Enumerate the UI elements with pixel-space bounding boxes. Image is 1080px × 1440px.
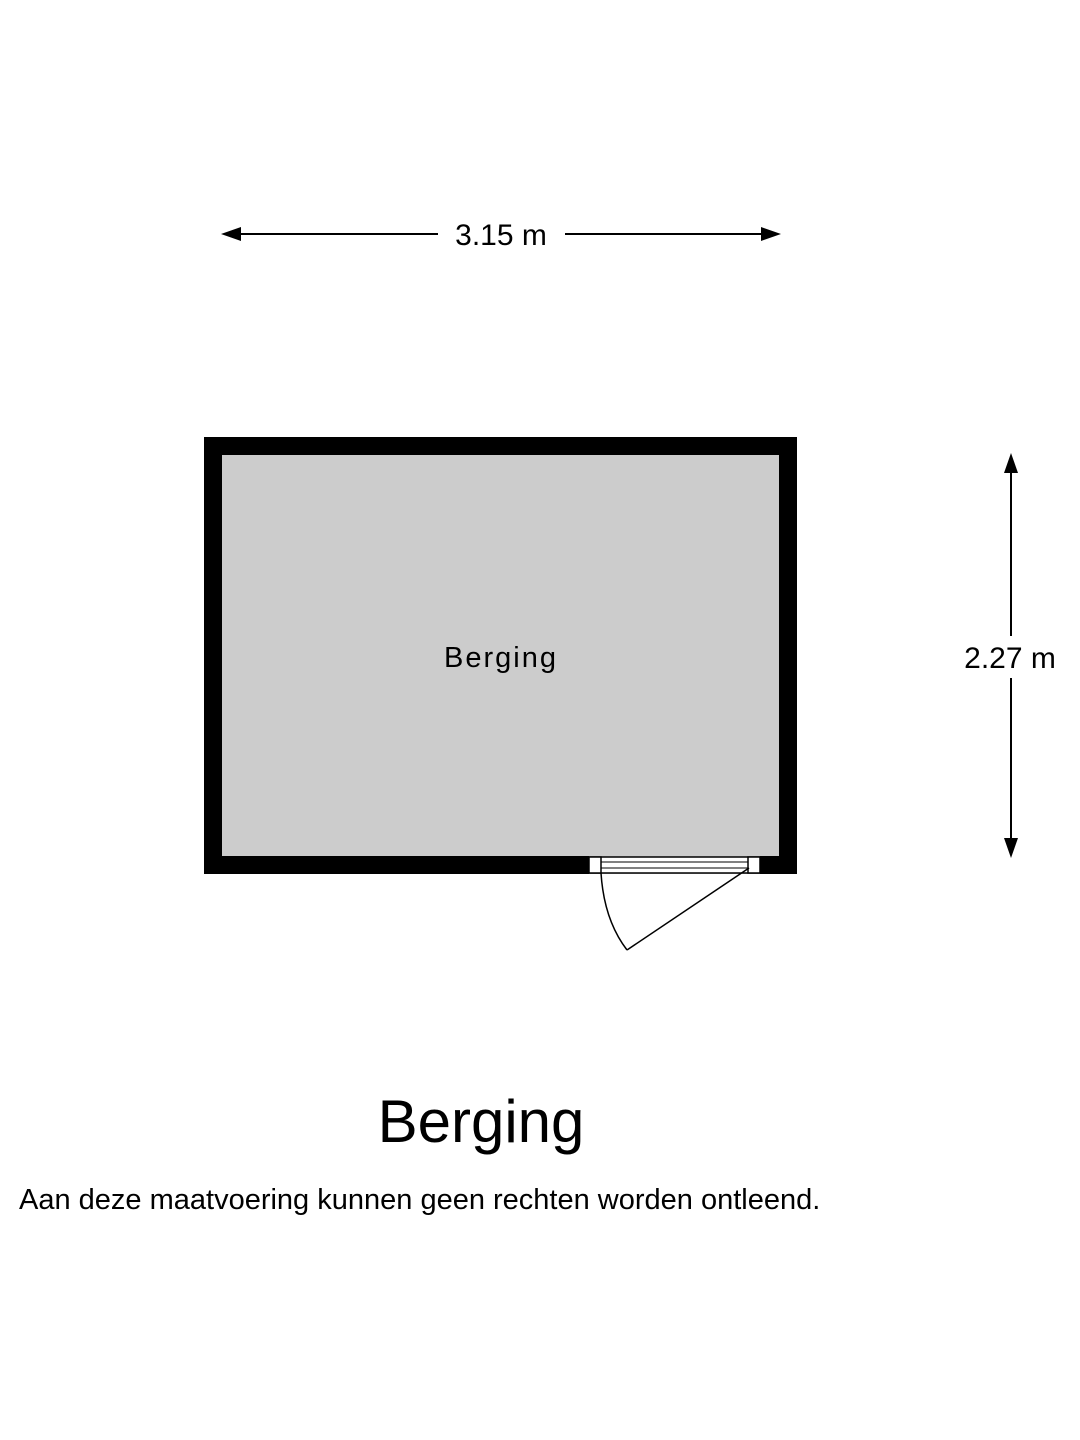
arrow-left-icon — [221, 227, 241, 241]
width-dimension: 3.15 m — [221, 219, 781, 252]
room-berging: Berging — [204, 437, 797, 874]
depth-dimension-label: 2.27 m — [964, 642, 1056, 675]
arrow-down-icon — [1004, 838, 1018, 858]
wall-left — [204, 437, 222, 874]
room-floor — [204, 437, 797, 874]
depth-dimension: 2.27 m — [964, 453, 1056, 858]
arrow-right-icon — [761, 227, 781, 241]
door-swing-arc — [600, 872, 628, 951]
wall-bottom-right — [760, 856, 797, 874]
plan-title: Berging — [377, 1088, 585, 1155]
wall-right — [779, 437, 797, 874]
arrow-up-icon — [1004, 453, 1018, 473]
width-dimension-label: 3.15 m — [455, 219, 547, 252]
door — [588, 856, 761, 951]
wall-bottom-left — [204, 856, 589, 874]
wall-top — [204, 437, 797, 455]
door-jamb-right — [747, 856, 761, 874]
door-leaf — [626, 867, 750, 951]
room-label: Berging — [444, 642, 558, 674]
disclaimer-text: Aan deze maatvoering kunnen geen rechten… — [19, 1184, 821, 1216]
door-jamb-left — [588, 856, 602, 874]
door-frame — [588, 856, 761, 874]
